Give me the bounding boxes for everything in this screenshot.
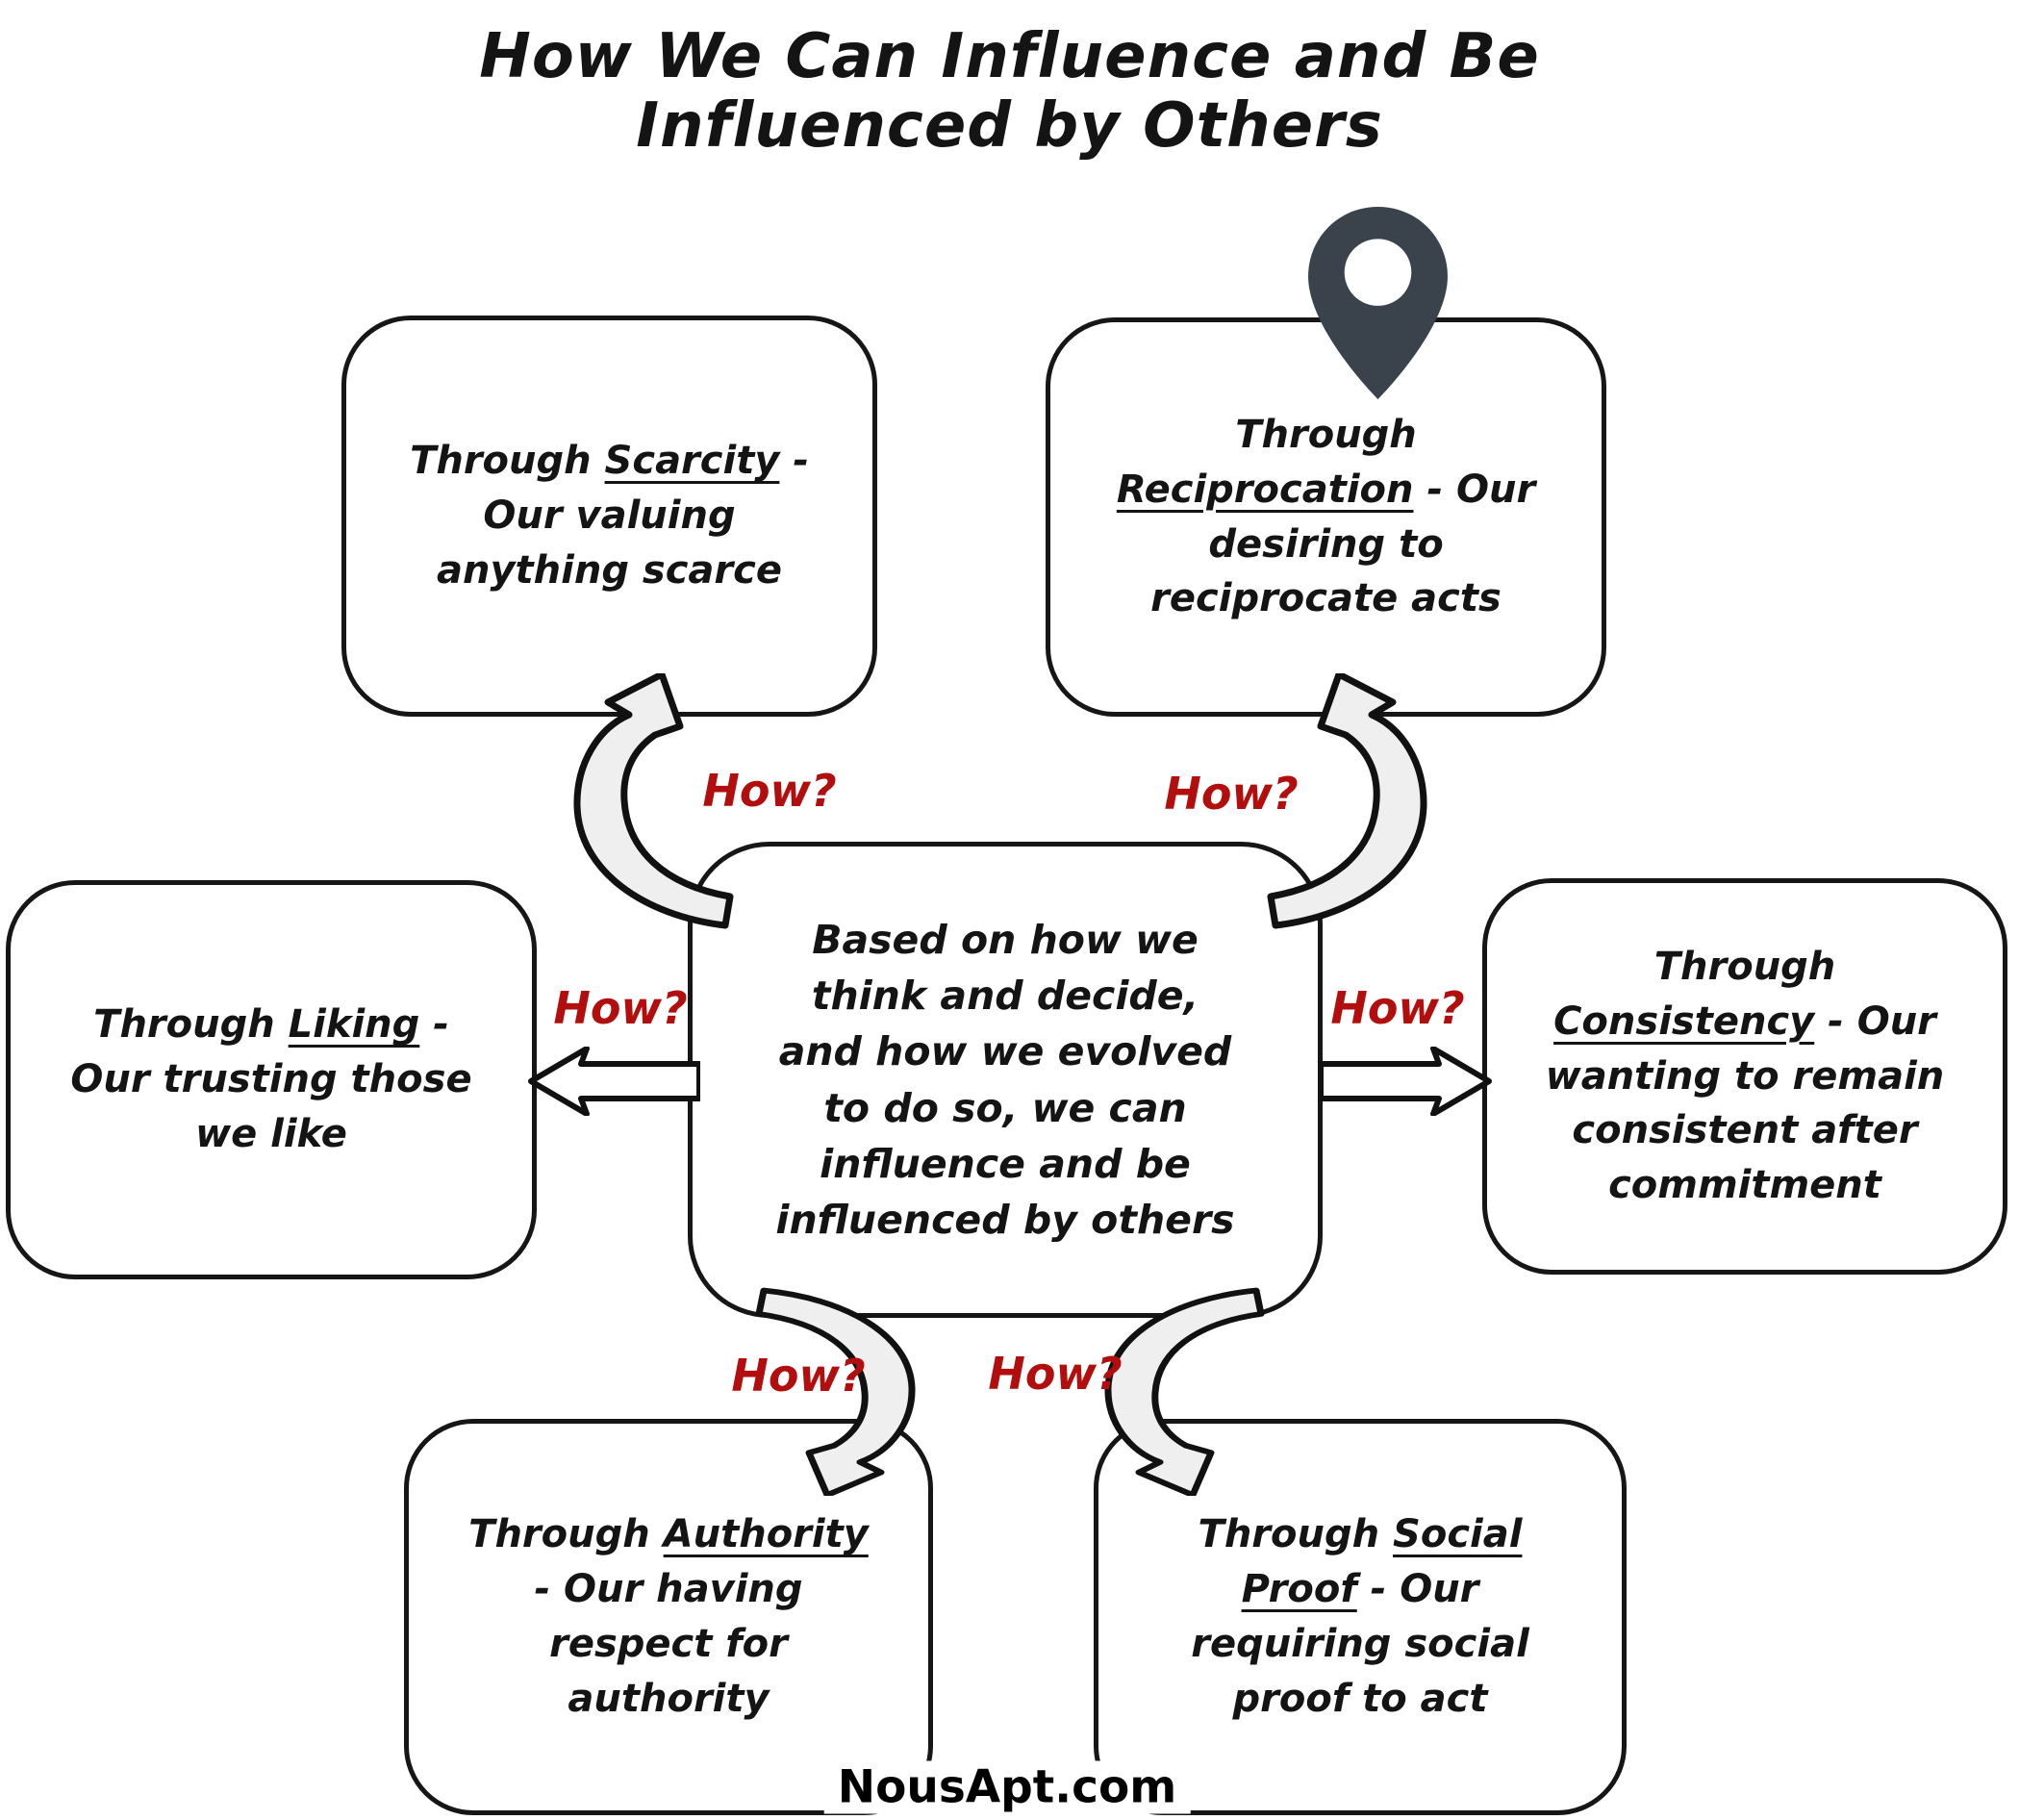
how-label-reciprocation: How? (1164, 768, 1299, 820)
how-label-authority: How? (731, 1350, 866, 1402)
box-central-premise: Based on how we think and decide, and ho… (688, 842, 1323, 1318)
box-central-premise-text: Based on how we think and decide, and ho… (775, 916, 1235, 1243)
box-liking-text: Through Liking - Our trusting those we l… (70, 1002, 472, 1156)
box-social-proof-text: Through Social Proof - Our requiring soc… (1191, 1512, 1529, 1721)
box-scarcity-text: Through Scarcity - Our valuing anything … (410, 439, 809, 593)
arrow-center-to-social-proof (1104, 1287, 1265, 1496)
box-reciprocation-text: Through Reciprocation - Our desiring to … (1116, 412, 1536, 621)
arrow-center-to-liking (528, 1047, 700, 1116)
box-reciprocation: Through Reciprocation - Our desiring to … (1046, 317, 1606, 717)
page-title-line2: Influenced by Others (636, 89, 1383, 162)
box-scarcity: Through Scarcity - Our valuing anything … (341, 316, 877, 717)
location-pin-icon (1308, 207, 1448, 399)
box-liking: Through Liking - Our trusting those we l… (6, 880, 537, 1279)
arrow-center-to-authority (755, 1287, 916, 1496)
how-label-consistency: How? (1330, 982, 1465, 1034)
page-title-line1: How We Can Influence and Be (479, 21, 1540, 92)
page-title: How We Can Influence and Be Influenced b… (0, 21, 2019, 162)
how-label-liking: How? (553, 982, 688, 1034)
box-consistency: Through Consistency - Our wanting to rem… (1482, 878, 2007, 1275)
arrow-center-to-reciprocation (1267, 673, 1427, 929)
how-label-scarcity: How? (702, 765, 837, 817)
how-label-social-proof: How? (988, 1348, 1123, 1400)
box-authority-text: Through Authority - Our having respect f… (468, 1512, 869, 1721)
arrow-center-to-scarcity (573, 673, 734, 929)
brand-watermark: NousApt.com (823, 1760, 1191, 1814)
arrow-center-to-consistency (1320, 1047, 1492, 1116)
box-consistency-text: Through Consistency - Our wanting to rem… (1545, 945, 1945, 1208)
